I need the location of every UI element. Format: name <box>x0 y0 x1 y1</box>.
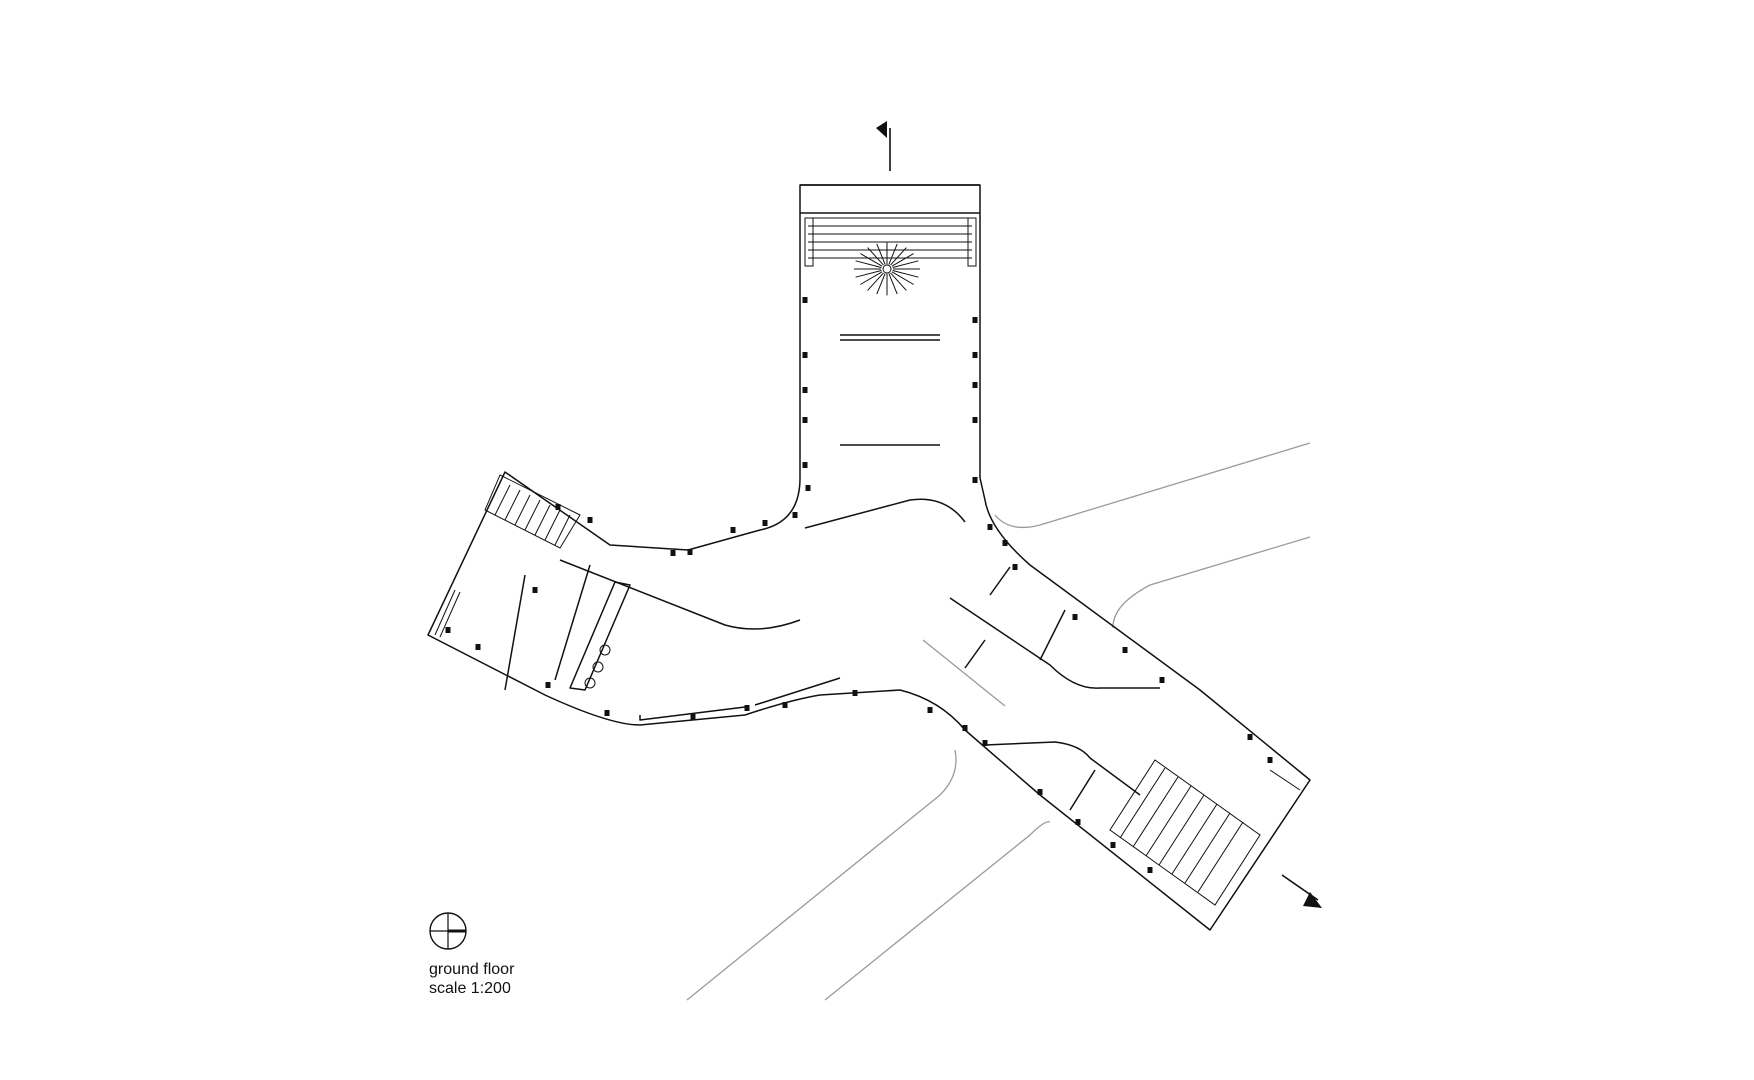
column-22 <box>545 682 551 688</box>
column-23 <box>604 710 610 716</box>
column-30 <box>982 740 988 746</box>
interior-curved-wall <box>804 498 966 529</box>
column-27 <box>852 690 858 696</box>
section-cut-arrow-icon <box>876 121 887 138</box>
column-16 <box>687 549 693 555</box>
column-37 <box>1037 789 1043 795</box>
column-21 <box>475 644 481 650</box>
column-1 <box>802 297 808 303</box>
east-wing-partition-a <box>989 566 1011 596</box>
radial-skylight <box>854 242 920 296</box>
table-2 <box>592 661 604 673</box>
west-wing-counter <box>569 581 631 691</box>
stairs <box>434 217 1301 906</box>
column-34 <box>1072 614 1078 620</box>
column-20 <box>445 627 451 633</box>
drawing-title: ground floor <box>429 961 515 978</box>
column-4 <box>802 417 808 423</box>
column-24 <box>690 714 696 720</box>
column-41 <box>1247 734 1253 740</box>
east-wing-partition-d <box>964 639 986 669</box>
interior-sweep-south <box>984 741 1141 796</box>
column-8 <box>972 352 978 358</box>
south-west-inner-wall <box>639 677 841 721</box>
table-1 <box>599 644 611 656</box>
north-arrow-compass-icon <box>429 912 467 950</box>
column-31 <box>987 524 993 530</box>
west-wing-partition-b <box>554 564 591 681</box>
section-cut-arrow-icon <box>1303 892 1322 908</box>
drawing-scale: scale 1:200 <box>429 980 511 997</box>
column-10 <box>972 417 978 423</box>
column-7 <box>972 317 978 323</box>
columns <box>445 297 1273 873</box>
north-stair <box>804 217 977 267</box>
drawing-caption: ground floor scale 1:200 <box>429 960 514 998</box>
street-edge-ne-lower <box>1112 536 1311 629</box>
building-outline <box>427 184 1311 931</box>
column-25 <box>744 705 750 711</box>
column-17 <box>587 517 593 523</box>
round-tables <box>584 644 611 689</box>
column-36 <box>1159 677 1165 683</box>
column-42 <box>1267 757 1273 763</box>
column-32 <box>1002 540 1008 546</box>
outer-wall-north-west <box>427 184 1311 931</box>
street-edge-ne-upper <box>994 442 1311 529</box>
column-18 <box>555 504 561 510</box>
site-context-lines <box>686 442 1311 1001</box>
column-29 <box>962 725 968 731</box>
column-2 <box>802 352 808 358</box>
column-13 <box>762 520 768 526</box>
column-39 <box>1110 842 1116 848</box>
north-wing-partition-1 <box>840 334 940 341</box>
column-6 <box>805 485 811 491</box>
section-cut-north <box>876 121 891 171</box>
street-edge-sw-left <box>686 749 957 1001</box>
column-33 <box>1012 564 1018 570</box>
east-wing-partition-b <box>1039 609 1066 661</box>
column-19 <box>532 587 538 593</box>
west-stair <box>434 474 581 638</box>
skylight-spokes <box>854 242 920 296</box>
section-cut-south-east <box>1281 874 1322 908</box>
column-40 <box>1147 867 1153 873</box>
column-28 <box>927 707 933 713</box>
column-15 <box>670 550 676 556</box>
column-3 <box>802 387 808 393</box>
street-edge-sw-right <box>824 821 1051 1001</box>
column-12 <box>792 512 798 518</box>
east-wing-partition-c <box>1069 769 1096 811</box>
column-11 <box>972 477 978 483</box>
inner-guide-line <box>922 639 1006 707</box>
column-5 <box>802 462 808 468</box>
west-wing-partition-a <box>504 574 526 691</box>
column-38 <box>1075 819 1081 825</box>
column-26 <box>782 702 788 708</box>
north-entrance-band <box>800 184 980 214</box>
interior-sweep-west <box>559 559 801 630</box>
column-14 <box>730 527 736 533</box>
table-3 <box>584 677 596 689</box>
south-east-stair <box>1109 759 1301 906</box>
north-arrow <box>428 911 468 951</box>
column-9 <box>972 382 978 388</box>
interior-sweep-east <box>949 597 1160 689</box>
column-35 <box>1122 647 1128 653</box>
